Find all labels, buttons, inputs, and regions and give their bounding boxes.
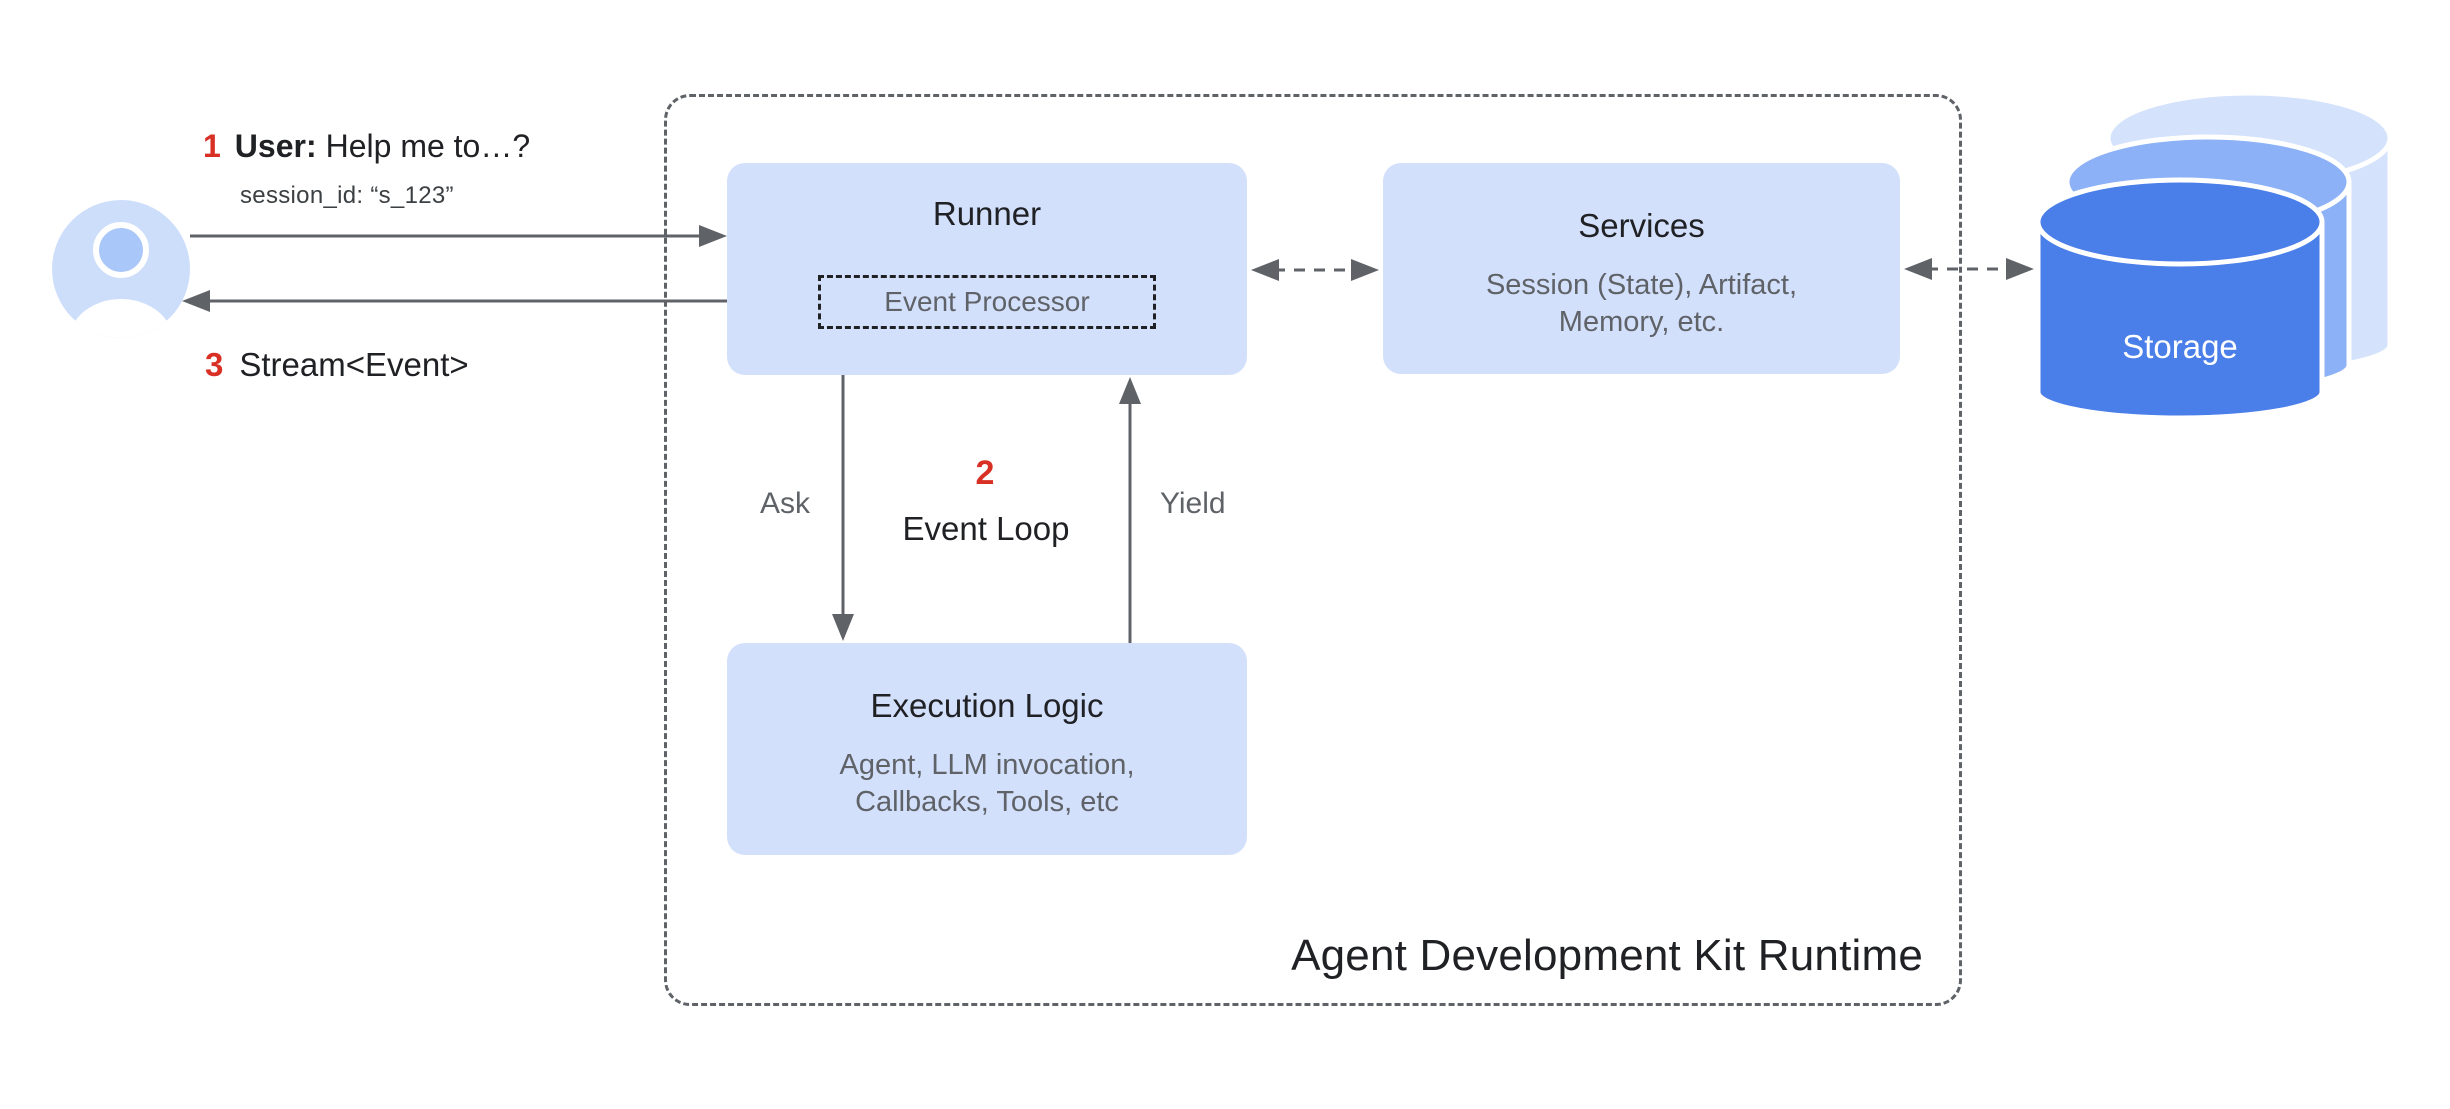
database-cylinder-icon — [2035, 90, 2393, 421]
runner-box: Runner Event Processor — [727, 163, 1247, 375]
execution-logic-subtitle-line2: Callbacks, Tools, etc — [855, 786, 1119, 818]
user-avatar-icon — [52, 200, 190, 338]
event-processor-label: Event Processor — [884, 286, 1090, 317]
services-title: Services — [1578, 207, 1705, 244]
runner-title: Runner — [932, 195, 1042, 232]
execution-logic-title: Execution Logic — [870, 687, 1104, 724]
ask-arrow — [832, 375, 854, 641]
step3-number: 3 — [205, 346, 224, 383]
user-to-runner-arrow — [190, 225, 727, 247]
adk-runtime-boundary: Agent Development Kit Runtime — [664, 94, 1962, 1006]
step2-number: 2 — [975, 454, 995, 492]
services-subtitle-line1: Session (State), Artifact, — [1485, 269, 1798, 301]
execution-logic-box: Execution Logic Agent, LLM invocation, C… — [727, 643, 1247, 855]
yield-arrow — [1119, 377, 1141, 643]
runner-to-user-arrow — [182, 290, 727, 312]
storage-label: Storage — [2122, 328, 2238, 365]
execution-logic-subtitle-line1: Agent, LLM invocation, — [839, 749, 1135, 781]
step1-user-message: 1 User:Help me to…? — [203, 128, 530, 165]
event-loop-label: Event Loop — [902, 510, 1070, 547]
step3-message: Stream<Event> — [239, 346, 469, 383]
services-subtitle: Session (State), Artifact, Memory, etc. — [1383, 267, 1900, 341]
event-processor-box: Event Processor — [818, 275, 1156, 329]
step1-speaker: User: — [234, 128, 317, 164]
services-storage-dashed-arrow — [1904, 258, 2034, 280]
step1-message: Help me to…? — [325, 128, 531, 164]
runner-services-dashed-arrow — [1251, 259, 1379, 281]
session-id-label: session_id: “s_123” — [240, 182, 454, 209]
execution-logic-subtitle: Agent, LLM invocation, Callbacks, Tools,… — [727, 747, 1247, 821]
adk-runtime-label: Agent Development Kit Runtime — [1291, 931, 1923, 980]
ask-label: Ask — [759, 487, 810, 520]
step3-stream-label: 3 Stream<Event> — [205, 346, 469, 384]
services-box: Services Session (State), Artifact, Memo… — [1383, 163, 1900, 374]
services-subtitle-line2: Memory, etc. — [1558, 306, 1725, 338]
yield-label: Yield — [1160, 487, 1226, 520]
step1-number: 1 — [203, 128, 221, 164]
